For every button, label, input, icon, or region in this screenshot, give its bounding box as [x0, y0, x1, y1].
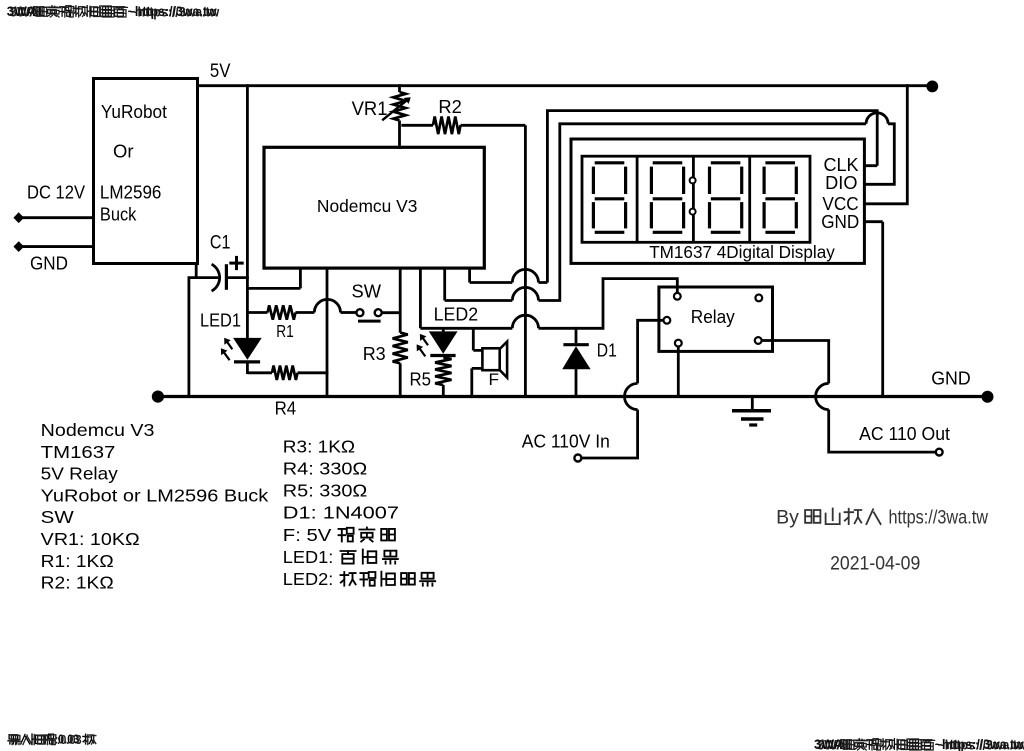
svg-text:LM2596: LM2596 — [100, 181, 161, 202]
svg-text:GND: GND — [30, 253, 68, 274]
svg-text::0.03: :0.03 — [57, 733, 82, 747]
svg-text:R5: 330Ω: R5: 330Ω — [283, 481, 368, 501]
svg-text:Buck: Buck — [100, 204, 137, 225]
svg-text:SW: SW — [41, 507, 75, 527]
svg-text:3WA: 3WA — [7, 4, 36, 19]
svg-text:~https://3wa.tw: ~https://3wa.tw — [938, 738, 1024, 751]
svg-text:R2: 1KΩ: R2: 1KΩ — [41, 573, 114, 593]
svg-text:Nodemcu V3: Nodemcu V3 — [317, 196, 418, 216]
svg-text:YuRobot: YuRobot — [101, 101, 167, 122]
svg-text:GND: GND — [821, 212, 859, 232]
svg-text:SW: SW — [352, 280, 382, 301]
svg-text:LED2: LED2 — [434, 305, 479, 325]
svg-text:R2: R2 — [438, 96, 462, 117]
svg-text:~https://3wa.tw: ~https://3wa.tw — [130, 5, 220, 20]
svg-text:LED1:: LED1: — [283, 547, 334, 567]
svg-text:R4: 330Ω: R4: 330Ω — [283, 459, 368, 479]
svg-text:3WA: 3WA — [817, 738, 846, 751]
svg-text:https://3wa.tw: https://3wa.tw — [889, 506, 989, 528]
svg-text:Relay: Relay — [691, 307, 735, 327]
svg-text:VR1: VR1 — [352, 99, 388, 120]
svg-text:3WA: 3WA — [814, 737, 843, 751]
svg-text:F: F — [489, 370, 500, 389]
svg-text:By: By — [776, 506, 799, 528]
svg-text:D1: D1 — [597, 341, 617, 361]
svg-text:AC 110 Out: AC 110 Out — [859, 424, 950, 444]
svg-text:VCC: VCC — [822, 194, 858, 214]
svg-text:Or: Or — [113, 141, 134, 162]
svg-text:AC 110V In: AC 110V In — [522, 431, 610, 451]
svg-text:LED1: LED1 — [200, 311, 241, 331]
svg-text:DC 12V: DC 12V — [27, 181, 86, 202]
svg-text:R4: R4 — [275, 397, 297, 418]
svg-text:TM1637: TM1637 — [41, 442, 116, 462]
svg-text:LED2:: LED2: — [283, 569, 334, 589]
svg-text:DIO: DIO — [825, 173, 857, 193]
svg-text:C1: C1 — [210, 233, 231, 254]
svg-text:R5: R5 — [410, 368, 432, 389]
svg-text:5V Relay: 5V Relay — [41, 464, 118, 484]
svg-text:2021-04-09: 2021-04-09 — [830, 554, 920, 575]
svg-text:R3: 1KΩ: R3: 1KΩ — [283, 436, 355, 456]
svg-text:R1: R1 — [276, 321, 294, 341]
svg-text:D1: 1N4007: D1: 1N4007 — [283, 503, 399, 523]
svg-text:YuRobot or LM2596 Buck: YuRobot or LM2596 Buck — [41, 485, 269, 505]
svg-text:~https://3wa.tw: ~https://3wa.tw — [128, 4, 218, 19]
svg-text:R1: 1KΩ: R1: 1KΩ — [41, 551, 114, 571]
svg-text:R3: R3 — [363, 343, 386, 364]
svg-text:TM1637 4Digital Display: TM1637 4Digital Display — [649, 242, 835, 262]
svg-text:F: 5V: F: 5V — [283, 525, 332, 545]
svg-text:Nodemcu V3: Nodemcu V3 — [41, 420, 155, 440]
svg-text::0.03: :0.03 — [54, 733, 79, 747]
svg-text:~https://3wa.tw: ~https://3wa.tw — [935, 737, 1024, 751]
svg-text:GND: GND — [931, 367, 971, 388]
svg-text:VR1: 10KΩ: VR1: 10KΩ — [41, 529, 140, 549]
svg-text:5V: 5V — [210, 61, 231, 82]
svg-text:CLK: CLK — [824, 155, 859, 175]
svg-text:3WA: 3WA — [10, 5, 39, 20]
